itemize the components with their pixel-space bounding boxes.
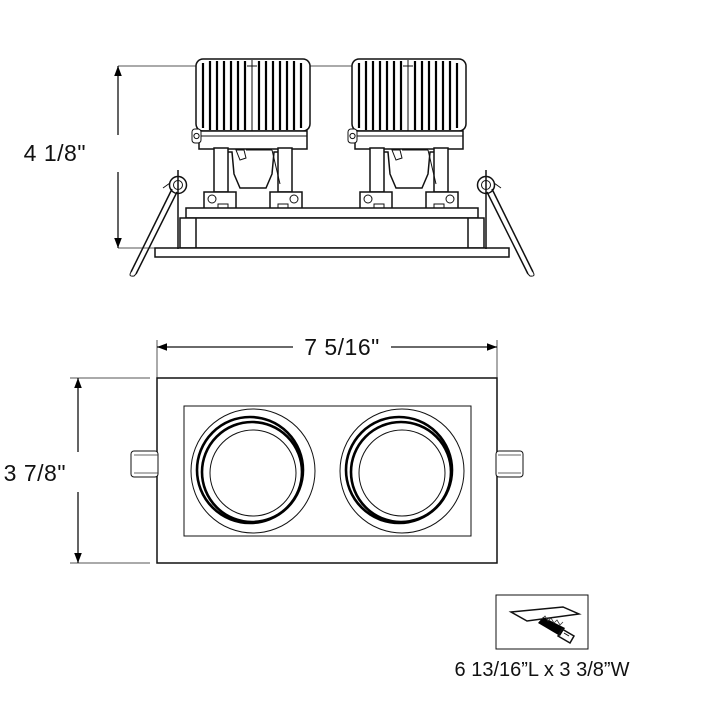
- saw-handle: [556, 627, 576, 645]
- length-dimension: 7 5/16": [156, 334, 498, 385]
- mounting-tab-right: [495, 450, 524, 478]
- cutout-callout: 6 13/16”L x 3 3/8”W: [455, 594, 630, 681]
- aperture-left: [190, 408, 316, 534]
- heatsink-fins-right: [357, 61, 459, 130]
- optic-tab-right: [391, 149, 403, 161]
- gimbal-yoke-right: [369, 147, 449, 193]
- aperture-right: [339, 408, 465, 534]
- spring-coil-inner-right: [481, 180, 491, 190]
- yoke-arm-left-a: [213, 147, 229, 193]
- height-dimension-label: 4 1/8": [24, 140, 86, 166]
- width-arrow-bottom: [74, 553, 82, 563]
- gimbal-pivot-left: [191, 128, 202, 144]
- aperture-left-bezel-ring-2: [200, 420, 304, 524]
- gimbal-yoke-left: [213, 147, 293, 193]
- cutout-caption: 6 13/16”L x 3 3/8”W: [455, 659, 630, 681]
- yoke-arm-right-a: [369, 147, 385, 193]
- height-arrow-bottom: [114, 238, 122, 248]
- spring-coil-outer-right: [476, 175, 496, 195]
- aperture-right-inner-ring: [358, 429, 446, 517]
- housing-assembly: [154, 207, 510, 258]
- spring-coil-outer-left: [168, 175, 188, 195]
- width-dimension-label: 3 7/8": [4, 460, 66, 486]
- aperture-left-inner-ring: [209, 429, 297, 517]
- aperture-right-outer-ring: [339, 408, 465, 534]
- spring-leg-tip-left: [129, 271, 137, 277]
- length-arrow-left: [157, 343, 167, 351]
- yoke-arm-right-b: [433, 147, 449, 193]
- spring-leg-left-a: [130, 188, 173, 273]
- spring-tang-left: [162, 182, 171, 189]
- mounting-tab-left: [130, 450, 159, 478]
- pivot-screw-right-b: [445, 194, 455, 204]
- pivot-screw-left-a: [207, 194, 217, 204]
- spring-leg-tip-right: [527, 271, 535, 277]
- height-arrow-top: [114, 66, 122, 76]
- spring-leg-right-b: [486, 191, 529, 275]
- width-dimension: 3 7/8": [4, 377, 150, 564]
- gimbal-pivot-right: [347, 128, 358, 144]
- housing-top-rail: [185, 207, 479, 219]
- housing-box: [179, 217, 485, 249]
- torsion-spring-clip-right: [476, 170, 535, 277]
- optic-tab-left: [235, 149, 247, 161]
- led-module-right: [347, 58, 467, 213]
- saw-teeth: [541, 615, 564, 626]
- side-elevation-view: 4 1/8": [24, 58, 535, 277]
- spring-leg-left-b: [135, 191, 178, 275]
- bottom-plan-view: 7 5/16" 3 7/8": [4, 334, 524, 564]
- pivot-screw-left-b: [289, 194, 299, 204]
- led-module-left: [191, 58, 311, 213]
- saw-cutting-ceiling-icon: [508, 606, 582, 645]
- saw-blade: [538, 617, 565, 636]
- spring-tang-right: [493, 182, 502, 189]
- torsion-spring-clip-left: [129, 170, 188, 277]
- saw-handle-detail: [563, 632, 570, 637]
- heatsink-collar-left: [198, 130, 308, 150]
- aperture-left-outer-ring: [190, 408, 316, 534]
- spring-leg-right-a: [491, 188, 534, 273]
- length-arrow-right: [487, 343, 497, 351]
- yoke-arm-left-b: [277, 147, 293, 193]
- spring-coil-inner-left: [173, 180, 183, 190]
- heatsink-fins-left: [201, 61, 303, 130]
- width-arrow-top: [74, 378, 82, 388]
- ceiling-panel-shape: [508, 606, 582, 622]
- heatsink-collar-right: [354, 130, 464, 150]
- aperture-right-bezel-ring-2: [349, 420, 453, 524]
- pivot-screw-right-a: [363, 194, 373, 204]
- length-dimension-label: 7 5/16": [304, 334, 380, 360]
- ceiling-flange-plate: [154, 247, 510, 258]
